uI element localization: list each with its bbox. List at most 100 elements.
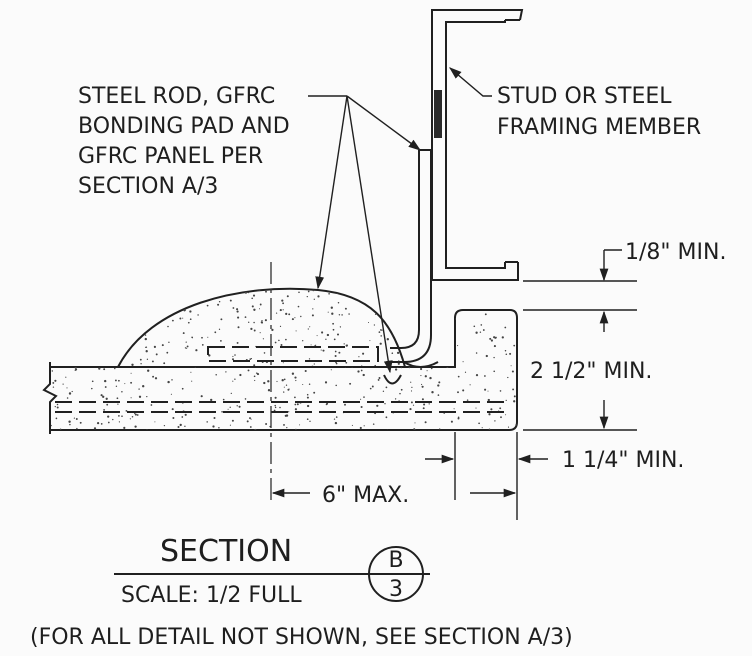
concrete-speckle (201, 344, 204, 346)
concrete-speckle (409, 408, 412, 411)
concrete-speckle (324, 381, 328, 384)
concrete-speckle (134, 425, 137, 428)
concrete-speckle (51, 370, 54, 372)
concrete-speckle (278, 339, 280, 342)
concrete-speckle (236, 405, 238, 407)
concrete-speckle (398, 340, 400, 342)
section-bubble: B 3 (368, 546, 424, 602)
concrete-speckle (106, 403, 109, 406)
concrete-speckle (285, 414, 289, 417)
concrete-speckle (91, 316, 94, 319)
concrete-speckle (313, 391, 316, 394)
concrete-speckle (188, 356, 191, 359)
concrete-speckle (125, 410, 128, 412)
concrete-speckle (419, 367, 423, 371)
anchor-cup (383, 374, 402, 385)
concrete-speckle (172, 417, 175, 419)
concrete-speckle (191, 380, 193, 382)
concrete-speckle (308, 383, 311, 386)
concrete-speckle (397, 340, 399, 342)
concrete-speckle (250, 358, 253, 360)
concrete-speckle (308, 358, 311, 360)
concrete-speckle (121, 415, 123, 418)
concrete-speckle (336, 333, 340, 336)
concrete-speckle (187, 347, 190, 350)
concrete-speckle (378, 331, 381, 333)
concrete-speckle (438, 381, 441, 384)
concrete-speckle (310, 344, 312, 346)
concrete-speckle (218, 426, 220, 429)
concrete-speckle (250, 418, 252, 420)
concrete-speckle (120, 311, 123, 314)
concrete-speckle (457, 391, 459, 394)
concrete-speckle (493, 370, 496, 373)
concrete-speckle (261, 431, 262, 432)
concrete-speckle (210, 398, 213, 402)
bubble-sheet: 3 (389, 577, 403, 602)
concrete-speckle (157, 359, 160, 361)
concrete-speckle (103, 409, 105, 411)
concrete-speckle (108, 310, 111, 311)
concrete-speckle (157, 315, 161, 319)
concrete-speckle (410, 381, 412, 383)
concrete-speckle (322, 354, 325, 357)
concrete-speckle (70, 315, 73, 318)
concrete-speckle (205, 287, 207, 289)
concrete-speckle (114, 327, 117, 329)
concrete-speckle (299, 424, 301, 426)
concrete-speckle (499, 407, 502, 410)
concrete-speckle (98, 310, 100, 311)
concrete-speckle (487, 390, 489, 392)
concrete-speckle (222, 398, 225, 401)
concrete-speckle (153, 294, 155, 296)
concrete-speckle (113, 361, 116, 364)
concrete-speckle (327, 311, 329, 313)
concrete-speckle (71, 390, 73, 393)
concrete-speckle (493, 356, 495, 359)
concrete-speckle (221, 410, 223, 413)
concrete-speckle (482, 329, 485, 331)
concrete-speckle (386, 429, 388, 430)
concrete-speckle (67, 331, 70, 334)
concrete-speckle (505, 414, 507, 416)
concrete-speckle (359, 426, 362, 430)
concrete-speckle (133, 305, 136, 308)
concrete-speckle (279, 406, 281, 409)
concrete-speckle (231, 419, 234, 422)
concrete-speckle (490, 408, 493, 411)
concrete-speckle (184, 347, 187, 349)
concrete-speckle (369, 387, 372, 390)
concrete-speckle (450, 420, 453, 423)
concrete-speckle (199, 284, 201, 286)
concrete-speckle (306, 393, 309, 396)
concrete-speckle (239, 373, 242, 377)
concrete-speckle (186, 345, 189, 348)
concrete-speckle (326, 333, 330, 337)
concrete-speckle (173, 340, 176, 344)
concrete-speckle (187, 298, 189, 300)
concrete-speckle (261, 320, 263, 322)
concrete-speckle (282, 362, 284, 364)
concrete-speckle (424, 375, 427, 378)
concrete-speckle (181, 325, 185, 328)
concrete-speckle (62, 349, 65, 352)
concrete-speckle (392, 309, 395, 312)
concrete-speckle (230, 392, 232, 395)
concrete-speckle (316, 335, 318, 337)
concrete-speckle (119, 348, 122, 351)
concrete-speckle (131, 363, 134, 366)
concrete-speckle (56, 403, 59, 406)
concrete-speckle (283, 335, 286, 337)
concrete-speckle (493, 336, 496, 339)
concrete-speckle (481, 427, 483, 429)
concrete-speckle (407, 343, 410, 346)
concrete-speckle (213, 416, 216, 420)
concrete-speckle (175, 330, 178, 333)
concrete-speckle (400, 388, 403, 391)
concrete-speckle (384, 403, 386, 405)
concrete-speckle (76, 312, 79, 315)
concrete-speckle (306, 396, 309, 399)
concrete-speckle (123, 426, 126, 429)
concrete-speckle (100, 332, 103, 335)
concrete-speckle (166, 351, 169, 354)
